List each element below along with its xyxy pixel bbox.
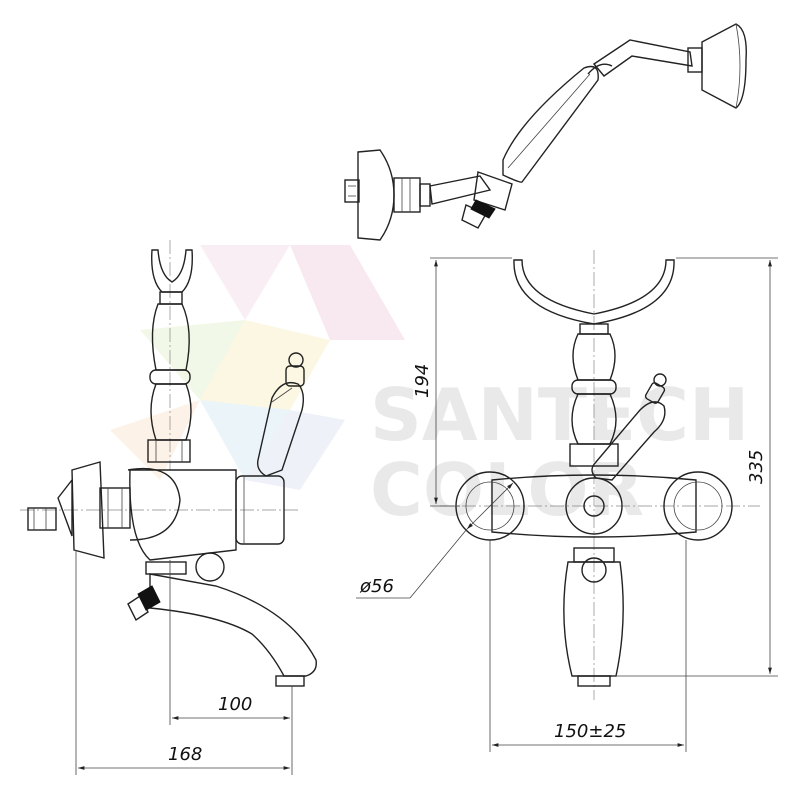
hand-shower-drawing <box>344 23 747 241</box>
front-diverter-knob <box>581 557 607 583</box>
watermark-text-1: SANTECH <box>370 373 749 457</box>
shower-neck <box>592 39 693 77</box>
watermark-text-2: COLOR <box>370 448 644 532</box>
dim-side-total: 168 <box>168 744 202 765</box>
front-center-hub <box>565 477 623 535</box>
dim-front-total: 335 <box>746 450 767 484</box>
side-mixer-body <box>129 469 237 561</box>
front-shower-cradle <box>513 259 675 325</box>
side-wall-flange <box>71 461 105 559</box>
shower-hex-nut <box>393 177 421 213</box>
shower-wall-flange <box>357 149 395 241</box>
side-hose-outlet <box>137 585 161 611</box>
side-diverter-knob <box>195 552 225 582</box>
dim-knob-diameter: ø56 <box>359 576 394 597</box>
dimension-lines: 100 168 150±25 194 335 ø56 <box>75 257 778 775</box>
front-spout <box>563 561 624 677</box>
dim-front-upper: 194 <box>412 364 433 398</box>
side-lever-hub <box>235 475 285 545</box>
shower-holder-arm <box>429 175 492 205</box>
side-lever-handle <box>256 381 305 477</box>
dim-front-width: 150±25 <box>554 721 626 742</box>
shower-hose-nut <box>470 199 496 219</box>
front-right-knob <box>663 471 733 541</box>
side-shower-cradle <box>151 249 193 293</box>
side-eccentric-nut <box>99 487 131 529</box>
dim-side-spout: 100 <box>218 694 252 715</box>
side-aerator <box>275 675 305 687</box>
side-diverter-ring <box>145 561 187 575</box>
front-lever-handle <box>591 401 666 481</box>
shower-inlet <box>344 179 360 203</box>
front-column-nut <box>569 443 619 467</box>
side-spout <box>149 573 317 677</box>
shower-handle <box>502 65 599 183</box>
shower-holder-cup <box>473 171 513 211</box>
side-view-drawing <box>20 240 317 687</box>
front-mixer-body <box>491 474 697 538</box>
side-inlet <box>27 507 57 531</box>
side-column-nut <box>147 439 191 463</box>
shower-head <box>701 23 747 109</box>
front-aerator <box>577 675 611 687</box>
